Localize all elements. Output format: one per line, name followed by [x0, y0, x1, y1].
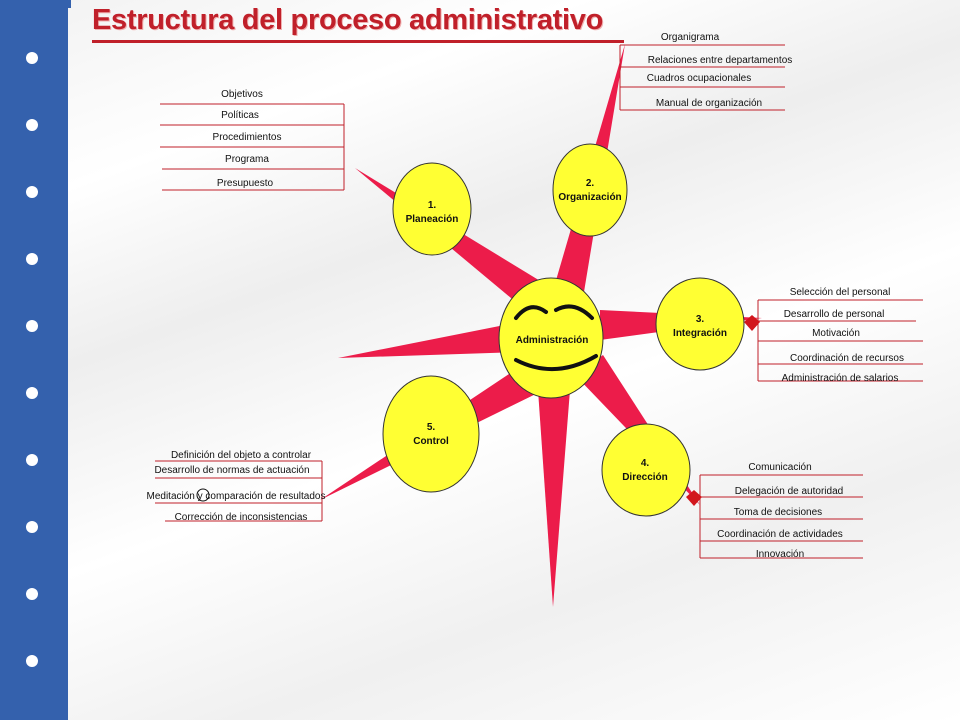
node-label: Dirección [622, 472, 668, 483]
list-item: Cuadros ocupacionales [647, 73, 752, 84]
sidebar [0, 0, 68, 720]
list-item: Meditación y comparación de resultados [147, 491, 326, 502]
face-brow-right [554, 304, 594, 320]
node-label: Control [413, 436, 449, 447]
bullet-dot [26, 119, 38, 131]
list-item: Delegación de autoridad [735, 486, 843, 497]
bullet-dot [26, 387, 38, 399]
bullet-dot [26, 588, 38, 600]
list-item: Manual de organización [656, 98, 762, 109]
list-item: Toma de decisiones [734, 507, 822, 518]
list-item: Corrección de inconsistencias [175, 512, 308, 523]
heart-marker-integracion [744, 315, 760, 331]
list-item: Políticas [221, 110, 259, 121]
node-number: 1. [428, 200, 437, 211]
list-item: Motivación [812, 328, 860, 339]
face-smile [514, 354, 598, 371]
heart-marker-direccion [686, 490, 702, 506]
list-item: Coordinación de actividades [717, 529, 843, 540]
list-item: Administración de salarios [782, 373, 899, 384]
node-number: 3. [696, 314, 705, 325]
node-label: Organización [558, 192, 621, 203]
list-connectors [155, 44, 923, 559]
node-number: 5. [427, 422, 436, 433]
list-control: Definición del objeto a controlar Desarr… [147, 450, 326, 523]
list-item: Comunicación [748, 462, 811, 473]
list-item: Presupuesto [217, 178, 274, 189]
list-item: Organigrama [661, 32, 720, 43]
list-item: Relaciones entre departamentos [648, 55, 793, 66]
ray-left [338, 322, 520, 358]
title-underline [92, 40, 624, 43]
bullet-dot [26, 320, 38, 332]
list-item: Programa [225, 154, 269, 165]
center-label: Administración [516, 335, 589, 346]
bullet-dot [26, 454, 38, 466]
node-number: 2. [586, 178, 595, 189]
bullet-dot [26, 52, 38, 64]
list-item: Definición del objeto a controlar [171, 450, 312, 461]
bullet-dot [26, 655, 38, 667]
list-integracion: Selección del personal Desarrollo de per… [782, 287, 904, 384]
ray-down [538, 390, 570, 607]
list-item: Objetivos [221, 89, 263, 100]
node-label: Planeación [406, 214, 459, 225]
node-number: 4. [641, 458, 650, 469]
page-title: Estructura del proceso administrativo [92, 4, 604, 36]
smiley-marker-control [196, 488, 210, 502]
bullet-dot [26, 521, 38, 533]
list-item: Innovación [756, 549, 804, 560]
list-direccion: Comunicación Delegación de autoridad Tom… [717, 462, 843, 560]
list-item: Selección del personal [790, 287, 891, 298]
list-item: Procedimientos [213, 132, 282, 143]
list-organizacion: Organigrama Relaciones entre departament… [647, 32, 793, 109]
bullet-dot [26, 253, 38, 265]
top-accent [68, 0, 71, 8]
node-direccion [601, 423, 691, 517]
list-item: Coordinación de recursos [790, 353, 904, 364]
list-item: Desarrollo de personal [784, 309, 885, 320]
node-organizacion [552, 143, 628, 237]
face-brow-left [514, 305, 548, 320]
node-integracion [655, 277, 745, 371]
list-item: Desarrollo de normas de actuación [154, 465, 309, 476]
node-control [382, 375, 480, 493]
node-planeacion [392, 162, 472, 256]
node-label: Integración [673, 328, 727, 339]
list-planeacion: Objetivos Políticas Procedimientos Progr… [213, 89, 282, 189]
bullet-dot [26, 186, 38, 198]
